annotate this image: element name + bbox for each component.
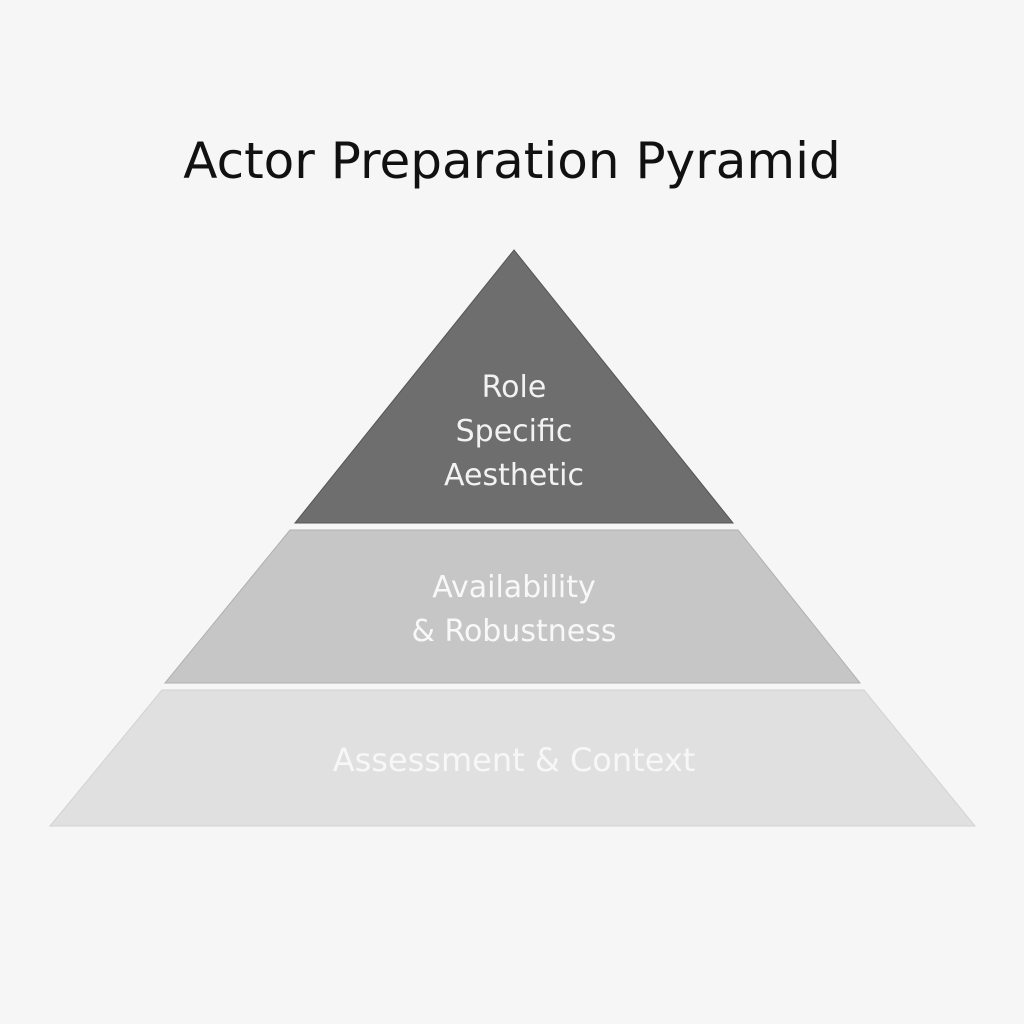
tier-top-line: Aesthetic — [444, 458, 584, 493]
tier-bottom-line: Assessment & Context — [332, 741, 696, 779]
tier-top-label: Role Specific Aesthetic — [364, 366, 664, 498]
tier-middle-line: Availability — [432, 570, 596, 605]
pyramid-tier-bottom — [48, 689, 977, 827]
tier-top-line: Role — [481, 370, 547, 405]
tier-top-line: Specific — [455, 414, 573, 449]
pyramid-tier-top — [293, 249, 735, 524]
diagram-title: Actor Preparation Pyramid — [183, 132, 841, 190]
tier-middle-line: & Robustness — [411, 614, 617, 649]
tier-middle-label: Availability & Robustness — [314, 566, 714, 654]
pyramid-tier-middle — [163, 529, 862, 684]
tier-bottom-label: Assessment & Context — [214, 738, 814, 782]
